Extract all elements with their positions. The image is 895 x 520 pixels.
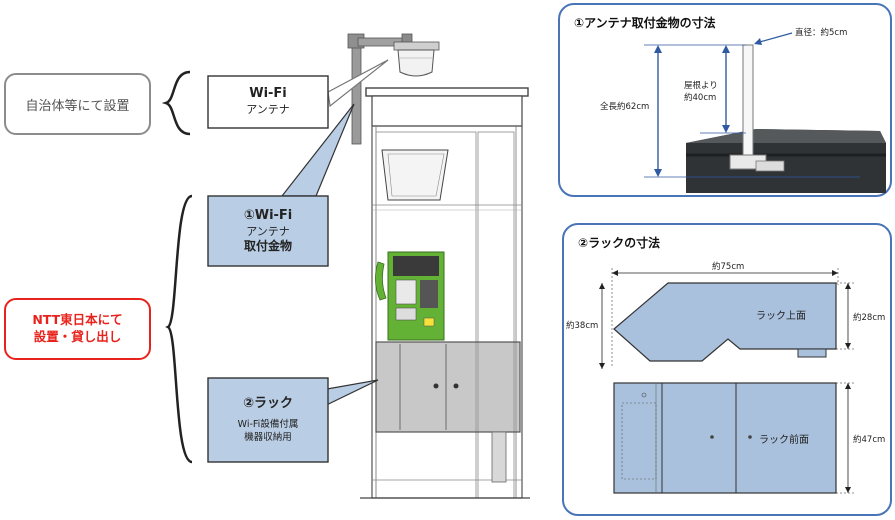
rack-shape (375, 341, 521, 433)
rack-depth-right-label: 約28cm (853, 313, 886, 323)
rack-callout-text: ②ラック Wi-Fi設備付属 機器収納用 (208, 378, 328, 462)
rack-callout (207, 377, 329, 463)
wifi-antenna-callout (207, 75, 329, 129)
rack-line3: 機器収納用 (244, 431, 292, 443)
mount-line3: 取付金物 (243, 238, 292, 253)
rack-line2: Wi-Fi設備付属 (237, 418, 299, 430)
rack-depth-left-label: 約38cm (566, 321, 599, 331)
mount-line2: アンテナ (246, 224, 290, 238)
booth-diagram (161, 33, 530, 499)
rack-dimension-drawing (599, 268, 854, 494)
rack-top-label: ラック上面 (756, 311, 806, 322)
wifi-antenna-line2: アンテナ (246, 103, 290, 117)
rack-front-view (613, 382, 837, 494)
antenna-dimension-panel: ①アンテナ取付金物の寸法 直径：約5cm 全長約62cm 屋根より 約40cm (558, 3, 892, 197)
diameter-label: 直径：約5cm (795, 28, 848, 38)
total-length-label: 全長約62cm (600, 102, 650, 112)
ntt-text: NTT東日本にて 設置・貸し出し (32, 312, 123, 344)
rack-width-label: 約75cm (712, 262, 745, 272)
wifi-antenna-line1: Wi-Fi (249, 86, 287, 102)
antenna-unit (397, 49, 435, 77)
antenna-dimension-drawing (644, 32, 886, 193)
municipality-text: 自治体等にて設置 (25, 98, 130, 114)
brace-top (161, 70, 191, 136)
rack-front-label: ラック前面 (759, 435, 809, 446)
rack-panel-title: ②ラックの寸法 (578, 236, 661, 250)
from-roof-label-2: 約40cm (684, 93, 717, 103)
rack-height-label: 約47cm (853, 435, 886, 445)
antenna-panel-title: ①アンテナ取付金物の寸法 (574, 16, 716, 30)
mount-callout-text: ①Wi-Fi アンテナ 取付金物 (208, 196, 328, 266)
ntt-label: NTT東日本にて 設置・貸し出し (4, 298, 151, 360)
brace-bottom (165, 194, 193, 464)
mount-callout (207, 195, 329, 267)
mount-line1: ①Wi-Fi (243, 207, 293, 223)
wifi-antenna-callout-text: Wi-Fi アンテナ (208, 76, 328, 128)
rack-top-view (613, 282, 837, 362)
rack-dimension-panel: ②ラックの寸法 約75cm 約38cm (562, 223, 892, 516)
municipality-label: 自治体等にて設置 (4, 73, 151, 135)
rack-line1: ②ラック (242, 396, 293, 412)
from-roof-label-1: 屋根より (684, 81, 718, 91)
